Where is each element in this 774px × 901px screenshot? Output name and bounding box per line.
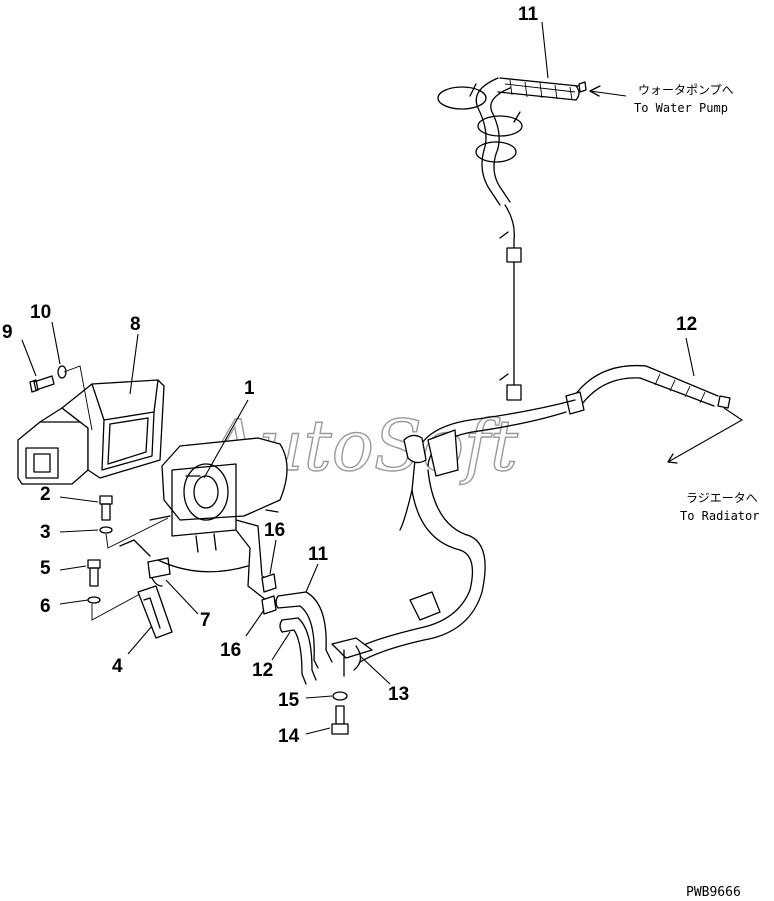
callout-11-mid: 11: [308, 544, 329, 565]
callout-8: 8: [130, 314, 141, 335]
leader-3: [59, 529, 99, 533]
callout-12-mid: 12: [252, 660, 273, 681]
hose-11-mid: [275, 591, 333, 669]
pipe-to-radiator: [353, 364, 731, 663]
note-water-pump-en: To Water Pump: [634, 101, 728, 115]
hose-to-water-pump: [437, 77, 587, 401]
drawing-code: PWB9666: [686, 885, 741, 900]
bolt-5: [87, 559, 101, 587]
callout-2: 2: [40, 484, 51, 505]
leader-12-mid: [271, 631, 291, 661]
leader-11-top: [541, 21, 549, 79]
callout-14: 14: [278, 726, 300, 747]
clip-16-lower: [261, 595, 277, 615]
callout-15: 15: [278, 690, 300, 711]
leader-9: [21, 339, 37, 377]
washer-15: [332, 691, 348, 701]
bracket-4: [137, 585, 173, 639]
washer-6: [87, 596, 101, 604]
washer-3: [99, 526, 113, 534]
bolt-9: [29, 375, 55, 393]
leader-16-lower: [245, 609, 265, 637]
leader-12-right: [685, 337, 695, 377]
leader-1: [203, 399, 249, 479]
leader-10: [51, 321, 61, 365]
leader-6: [59, 599, 89, 605]
arrow-radiator: [667, 407, 744, 463]
bolt-2: [99, 495, 113, 521]
hose-12-mid: [279, 617, 317, 685]
clamp-7: [119, 539, 249, 587]
callout-4: 4: [112, 656, 123, 677]
callout-6: 6: [40, 596, 51, 617]
heater-core-duct: [17, 379, 165, 485]
bracket-13: [331, 637, 373, 677]
bolt-14: [331, 705, 349, 735]
leader-7: [165, 579, 199, 615]
callout-10: 10: [30, 302, 51, 323]
callout-13: 13: [388, 684, 409, 705]
leader-5: [59, 565, 87, 571]
leader-13: [359, 655, 391, 685]
leader-4: [127, 625, 153, 655]
washer-10: [57, 365, 67, 379]
callout-7: 7: [200, 610, 211, 631]
callout-12-right: 12: [676, 314, 697, 335]
heater-unit: [149, 437, 288, 601]
leader-16-upper: [269, 539, 277, 575]
callout-3: 3: [40, 522, 51, 543]
note-radiator-jp: ラジエータへ: [686, 491, 758, 505]
leader-8: [129, 333, 139, 395]
callout-9: 9: [2, 322, 13, 343]
callout-11-top: 11: [518, 4, 539, 25]
callout-16-upper: 16: [264, 520, 285, 541]
leader-2: [59, 496, 99, 503]
note-water-pump-jp: ウォータポンプへ: [638, 83, 734, 97]
callout-1: 1: [244, 378, 255, 399]
leader-14: [305, 727, 331, 735]
clip-16-upper: [261, 573, 277, 593]
callout-5: 5: [40, 558, 51, 579]
note-radiator-en: To Radiator: [680, 509, 759, 523]
arrow-water-pump: [589, 90, 627, 97]
leader-11-mid: [305, 563, 319, 593]
callout-16-lower: 16: [220, 640, 241, 661]
leader-15: [305, 695, 333, 699]
